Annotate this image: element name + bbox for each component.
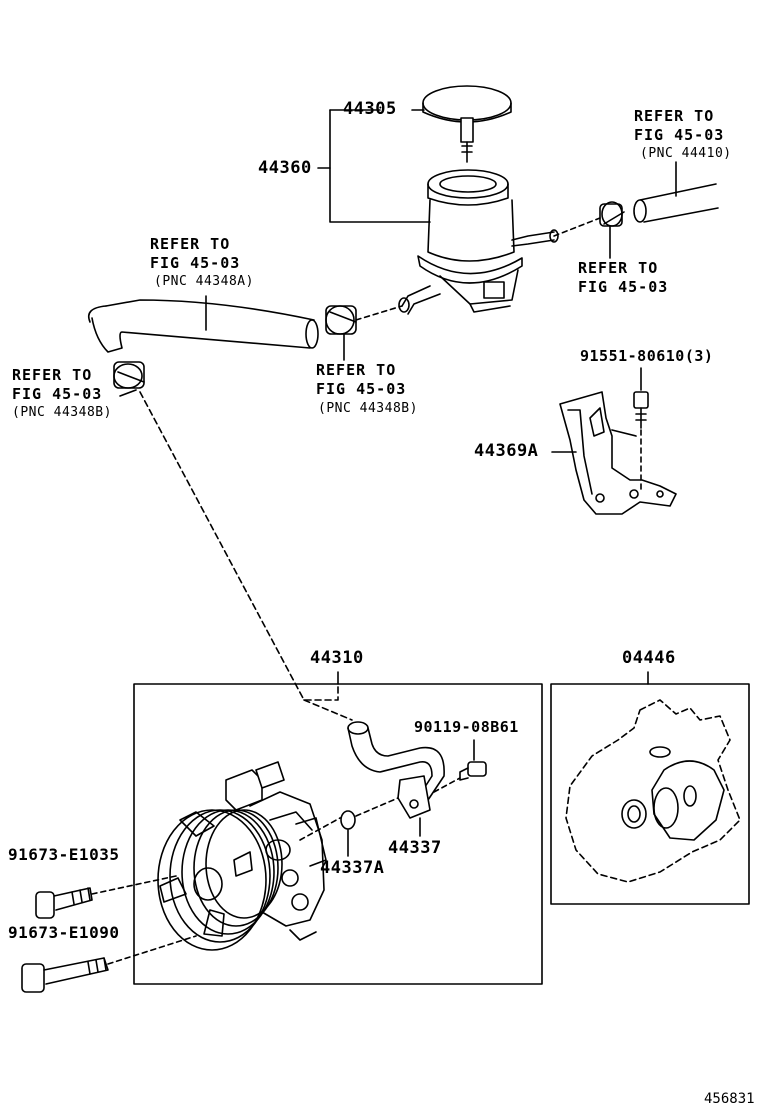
ref-clamp-left-line2: FIG 45-03 [12,385,103,403]
label-44369a[interactable]: 44369A [474,441,539,461]
hose-pnc-44410[interactable] [633,183,719,223]
dash-clamp-center [355,305,403,321]
dash-pipe [355,797,399,817]
clamp-left[interactable] [113,361,145,389]
label-91673-e1035[interactable]: 91673-E1035 [8,845,120,864]
dash-to-pump [139,391,339,701]
label-91673-e1090[interactable]: 91673-E1090 [8,923,120,942]
leader-clamp-left [119,389,137,397]
dash-oring [299,817,341,841]
dash-union-bolt [433,777,461,793]
gasket-kit-box [550,683,750,905]
label-91551-80610[interactable]: 91551-80610(3) [580,347,714,365]
gasket-kit-parts[interactable] [565,699,741,883]
ref-top-right-line2: FIG 45-03 [634,126,725,144]
reservoir-cap[interactable] [422,85,512,163]
label-44360[interactable]: 44360 [258,158,312,178]
ref-clamp-center-line1: REFER TO [316,361,397,379]
dash-to-pipe [303,699,353,721]
ref-top-right-line1: REFER TO [634,107,715,125]
reservoir-tank[interactable] [398,169,559,315]
figure-id: 456831 [704,1091,755,1107]
ref-clamp-right-line2: FIG 45-03 [578,278,669,296]
label-44310[interactable]: 44310 [310,648,364,668]
label-44305[interactable]: 44305 [343,99,397,119]
ref-clamp-center-line3: (PNC 44348B) [318,401,418,416]
ref-hose-upper-line2: FIG 45-03 [150,254,241,272]
label-90119-08b61[interactable]: 90119-08B61 [414,718,519,736]
ref-top-right-line3: (PNC 44410) [640,146,732,161]
label-44337[interactable]: 44337 [388,838,442,858]
ref-clamp-left-line3: (PNC 44348B) [12,405,112,420]
leader-44360 [329,109,431,223]
ref-clamp-center-line2: FIG 45-03 [316,380,407,398]
bolt-short[interactable] [35,887,93,919]
pump-body[interactable] [225,761,327,941]
label-04446[interactable]: 04446 [622,648,676,668]
pressure-pipe[interactable] [347,721,445,819]
clamp-center[interactable] [325,305,357,335]
label-44337a[interactable]: 44337A [320,858,385,878]
clamp-right[interactable] [599,201,625,227]
pump-pulley[interactable] [157,809,283,951]
ref-clamp-left-line1: REFER TO [12,366,93,384]
dash-bolt-short [91,875,177,895]
bolt-bracket[interactable] [633,391,649,429]
ref-clamp-right-line1: REFER TO [578,259,659,277]
ref-hose-upper-line3: (PNC 44348A) [154,274,254,289]
oring[interactable] [340,810,356,830]
bolt-long[interactable] [21,957,109,993]
hose-pnc-44348a[interactable] [87,299,319,353]
bracket-44369a[interactable] [559,391,677,515]
union-bolt[interactable] [459,761,487,781]
dash-bolt-long [107,935,197,965]
dash-reservoir-clamp [553,217,601,237]
ref-hose-upper-line1: REFER TO [150,235,231,253]
